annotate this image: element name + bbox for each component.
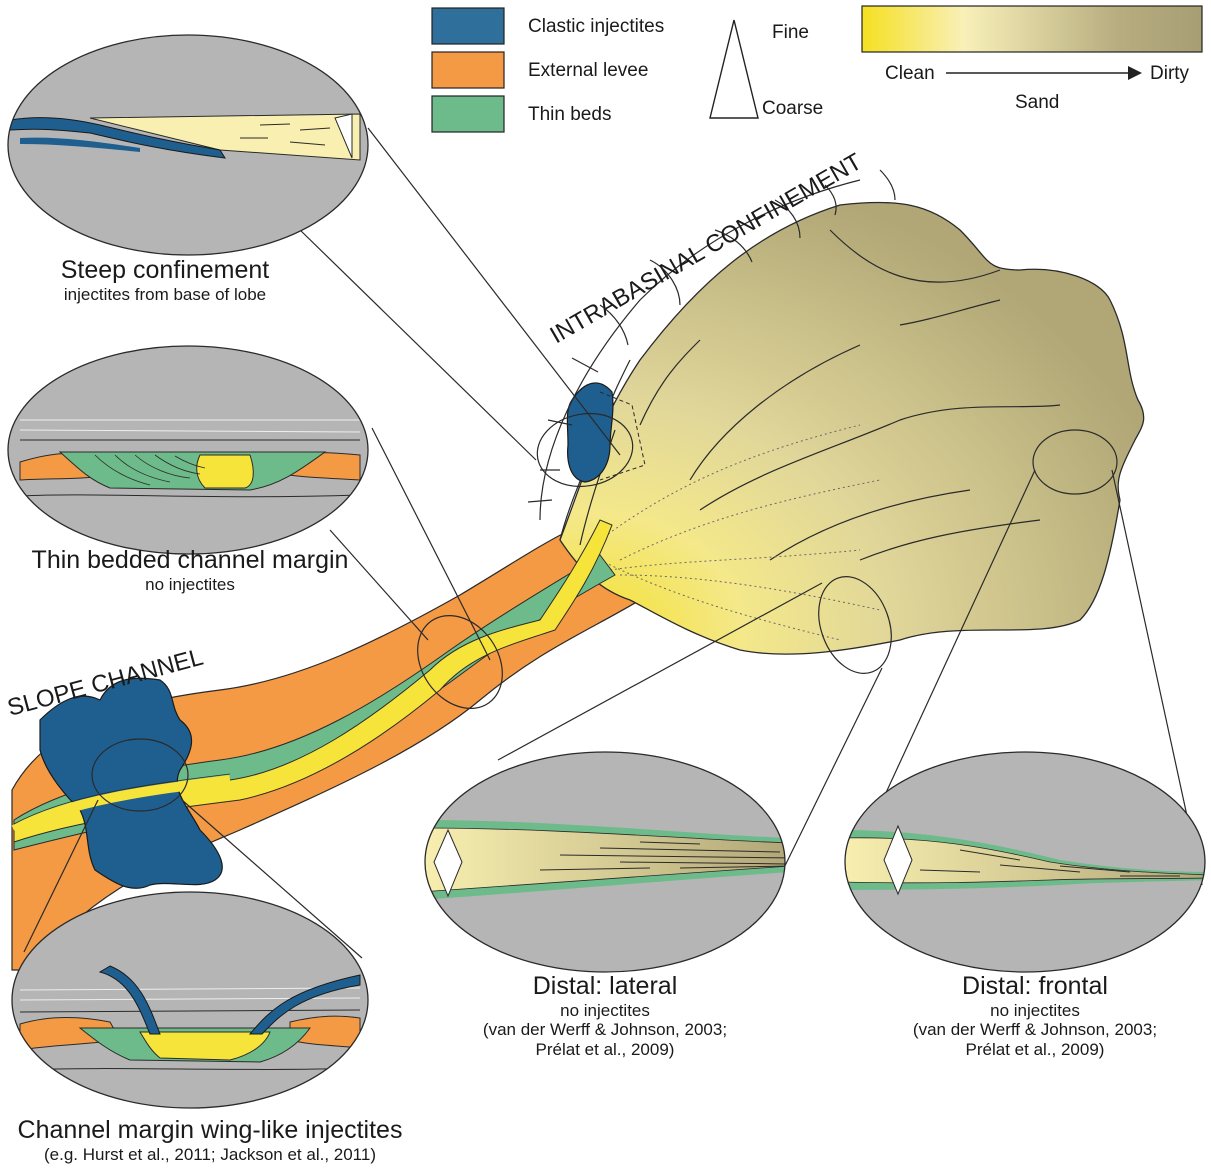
inset-distal-frontal: [840, 752, 1210, 972]
frontal-sub1-text: no injectites: [860, 1001, 1210, 1021]
inset-steep-confinement: [8, 35, 368, 255]
frontal-title-text: Distal: frontal: [860, 972, 1210, 1001]
thin-title: Thin bedded channel margin no injectites: [0, 546, 380, 594]
frontal-title: Distal: frontal no injectites (van der W…: [860, 972, 1210, 1059]
grain-fine-label: Fine: [772, 22, 809, 44]
thin-sub-text: no injectites: [0, 575, 380, 595]
wing-title: Channel margin wing-like injectites (e.g…: [0, 1116, 420, 1164]
legend-swatch-thinbeds: [432, 96, 504, 132]
thin-title-text: Thin bedded channel margin: [0, 546, 380, 575]
legend-swatch-levee: [432, 52, 504, 88]
legend-label-thinbeds: Thin beds: [528, 104, 611, 126]
grain-size-triangle-icon: [710, 20, 758, 118]
legend-label-injectites: Clastic injectites: [528, 16, 664, 38]
steep-title: Steep confinement injectites from base o…: [0, 256, 330, 304]
lateral-title: Distal: lateral no injectites (van der W…: [430, 972, 780, 1059]
frontal-sub2-text: (van der Werff & Johnson, 2003;: [860, 1020, 1210, 1040]
steep-sub-text: injectites from base of lobe: [0, 285, 330, 305]
scale-dirty-label: Dirty: [1150, 63, 1189, 85]
lateral-sub3-text: Prélat et al., 2009): [430, 1040, 780, 1060]
frontal-sub3-text: Prélat et al., 2009): [860, 1040, 1210, 1060]
legend-swatch-injectites: [432, 8, 504, 44]
lateral-sub1-text: no injectites: [430, 1001, 780, 1021]
wing-title-text: Channel margin wing-like injectites: [0, 1116, 420, 1145]
lateral-title-text: Distal: lateral: [430, 972, 780, 1001]
legend-label-levee: External levee: [528, 60, 648, 82]
grain-coarse-label: Coarse: [762, 98, 823, 120]
scale-clean-label: Clean: [885, 63, 935, 85]
inset-distal-lateral: [420, 752, 790, 972]
wing-sub-text: (e.g. Hurst et al., 2011; Jackson et al.…: [0, 1145, 420, 1165]
sand-gradient-bar: [862, 6, 1202, 52]
steep-title-text: Steep confinement: [0, 256, 330, 285]
scale-sand-label: Sand: [1015, 92, 1059, 114]
inset-thin-bedded: [8, 346, 368, 554]
lateral-sub2-text: (van der Werff & Johnson, 2003;: [430, 1020, 780, 1040]
inset-wing-like: [12, 892, 368, 1108]
